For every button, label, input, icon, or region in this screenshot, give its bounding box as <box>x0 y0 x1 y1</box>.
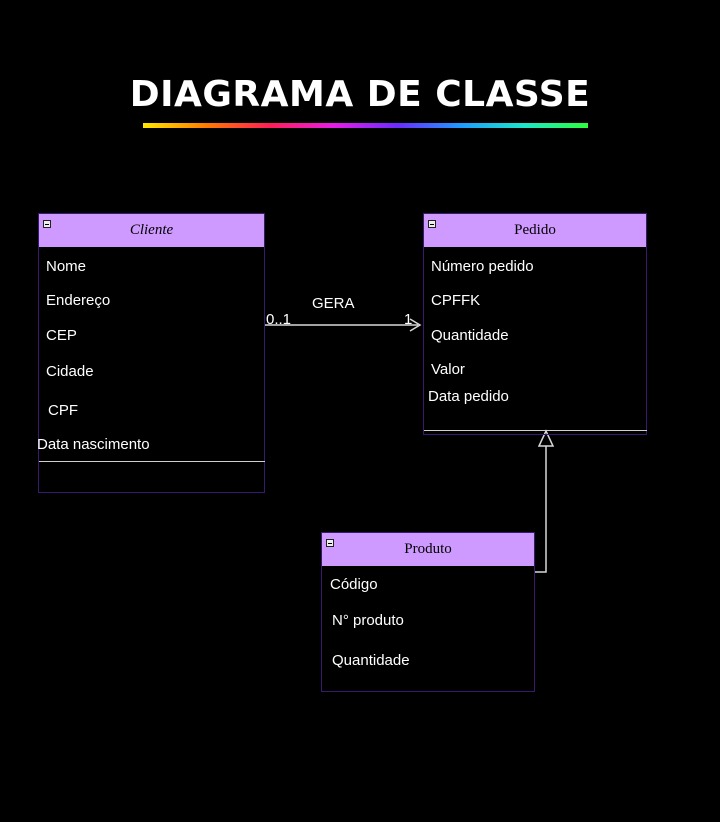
class-produto[interactable]: Produto Código N° produto Quantidade <box>321 532 535 692</box>
generalization-line <box>534 446 547 573</box>
class-name: Produto <box>404 541 452 557</box>
diagram-title: DIAGRAMA DE CLASSE <box>129 74 591 115</box>
class-separator <box>39 461 265 462</box>
generalization-arrowhead <box>537 429 555 447</box>
attribute: Código <box>330 576 378 593</box>
title-gradient-underline <box>143 123 588 128</box>
class-separator <box>424 430 647 431</box>
attribute: Endereço <box>46 292 111 309</box>
class-pedido[interactable]: Pedido Número pedido CPFFK Quantidade Va… <box>423 213 647 435</box>
attribute: Cidade <box>46 363 94 380</box>
association-label: GERA <box>312 295 355 312</box>
attribute: Quantidade <box>332 652 410 669</box>
association-arrowhead <box>409 318 422 332</box>
class-cliente[interactable]: Cliente Nome Endereço CEP Cidade CPF Dat… <box>37 213 265 493</box>
attribute: CEP <box>46 327 77 344</box>
attribute: Data pedido <box>428 388 509 405</box>
class-pedido-header: Pedido <box>424 214 646 247</box>
attribute: Data nascimento <box>37 436 150 453</box>
class-cliente-header: Cliente <box>39 214 264 247</box>
collapse-icon[interactable] <box>428 220 436 228</box>
attribute: Nome <box>46 258 87 275</box>
collapse-icon[interactable] <box>43 220 51 228</box>
attribute: Quantidade <box>431 327 509 344</box>
attribute: CPFFK <box>431 292 481 309</box>
class-name: Pedido <box>514 222 556 238</box>
attribute: Número pedido <box>431 258 534 275</box>
attribute: N° produto <box>332 612 404 629</box>
attribute: CPF <box>48 402 78 419</box>
target-multiplicity: 1 <box>404 311 413 328</box>
attribute: Valor <box>431 361 465 378</box>
source-multiplicity: 0..1 <box>266 311 292 328</box>
class-name: Cliente <box>129 222 174 238</box>
class-produto-header: Produto <box>322 533 534 566</box>
collapse-icon[interactable] <box>326 539 334 547</box>
